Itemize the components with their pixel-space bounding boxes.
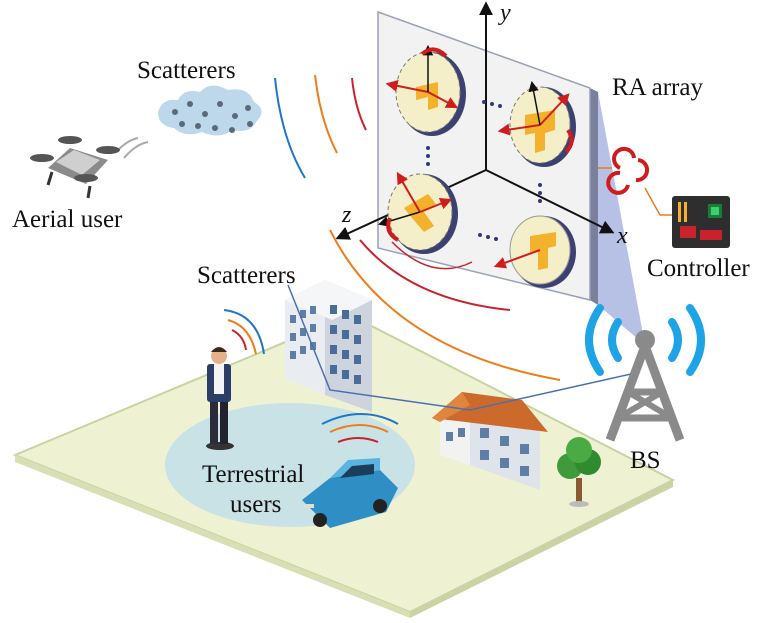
label-terrestrial: Terrestrial <box>202 461 304 488</box>
controller-board-icon <box>672 196 730 248</box>
label-users: users <box>230 491 281 518</box>
car-signal-waves <box>321 413 399 443</box>
ground-link-waves <box>329 229 561 381</box>
label-controller: Controller <box>647 255 750 282</box>
base-station-icon <box>605 330 685 442</box>
ra-element-bottom-right <box>493 215 576 288</box>
ra-element-top-right <box>497 80 576 167</box>
label-aerial-user: Aerial user <box>12 206 123 233</box>
ground-reflection-path <box>287 284 641 411</box>
axis-label-z: z <box>341 202 352 228</box>
aerial-link-waves <box>117 74 367 179</box>
label-ra-array: RA array <box>612 74 703 101</box>
drone-icon <box>30 136 120 199</box>
ra-element-bottom-left <box>377 171 473 270</box>
ra-element-top-left <box>385 44 466 136</box>
ra-element-ellipsis <box>426 100 542 241</box>
bs-feed-beam <box>598 92 645 345</box>
label-scatterers-aerial: Scatterers <box>137 57 236 84</box>
car-icon <box>302 458 398 528</box>
label-bs: BS <box>630 447 661 474</box>
label-scatterers-ground: Scatterers <box>197 262 296 289</box>
bs-signal-waves <box>585 304 705 376</box>
tree-icon <box>557 437 601 507</box>
building-scatterer <box>285 280 372 412</box>
person-signal-waves <box>223 309 265 355</box>
axis-label-y: y <box>498 0 511 26</box>
axis-label-x: x <box>616 223 628 249</box>
aerial-scatterer-cloud <box>158 85 262 136</box>
rotation-icon <box>606 146 649 195</box>
person-icon <box>206 347 234 450</box>
